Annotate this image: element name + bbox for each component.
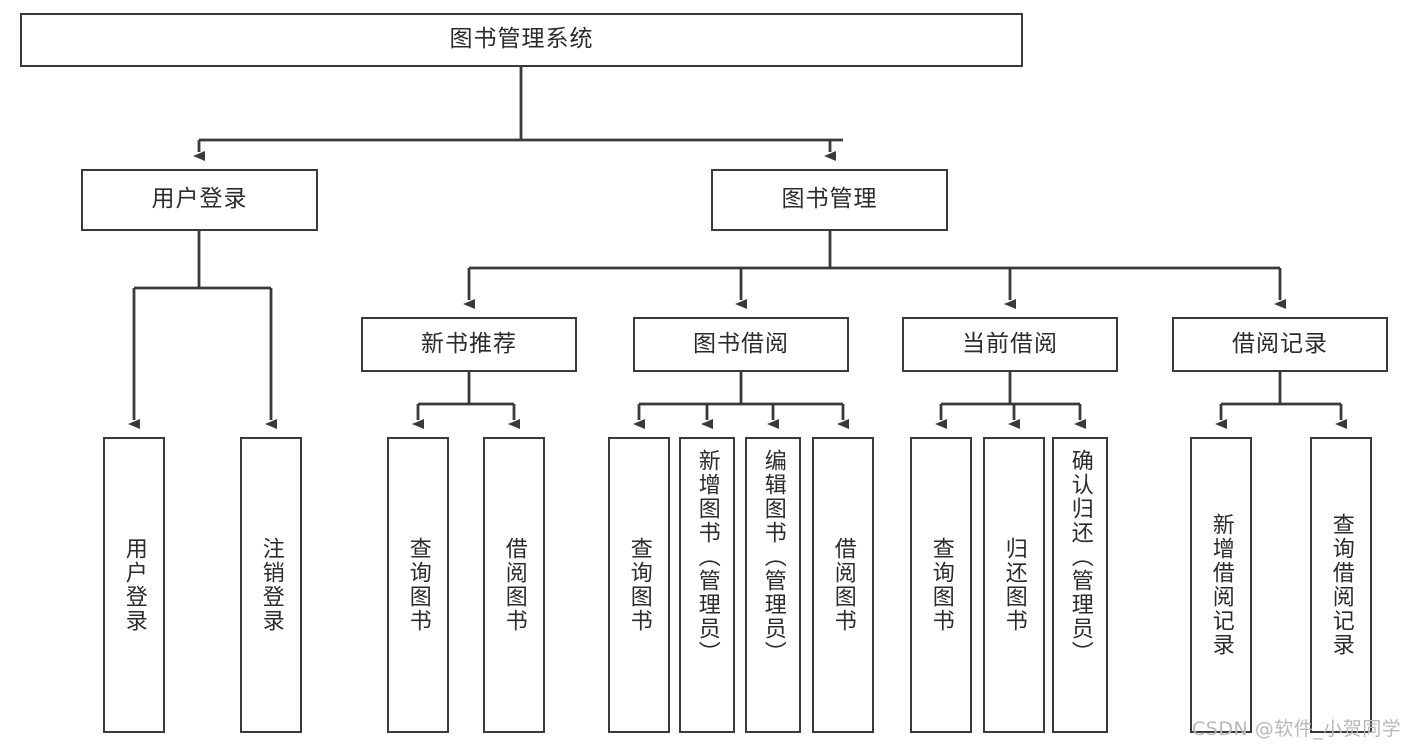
node-user-login[interactable]: 用户登录 — [81, 169, 318, 231]
node-book-management-label: 图书管理 — [781, 186, 878, 213]
node-new-book-recommend[interactable]: 新书推荐 — [361, 317, 577, 372]
node-leaf-confirm-return-label: 确认归还（管理员） — [1067, 449, 1093, 665]
node-leaf-borrow-book-2[interactable]: 借阅图书 — [812, 437, 874, 733]
node-book-borrow-label: 图书借阅 — [693, 330, 789, 357]
node-leaf-query-book-1[interactable]: 查询图书 — [387, 437, 449, 733]
node-leaf-query-book-1-label: 查询图书 — [405, 537, 431, 633]
node-current-borrow[interactable]: 当前借阅 — [902, 317, 1118, 372]
node-leaf-query-borrow-record-label: 查询借阅记录 — [1328, 513, 1354, 657]
node-leaf-query-book-2[interactable]: 查询图书 — [608, 437, 670, 733]
node-book-borrow[interactable]: 图书借阅 — [633, 317, 849, 372]
node-current-borrow-label: 当前借阅 — [962, 330, 1058, 357]
node-leaf-confirm-return[interactable]: 确认归还（管理员） — [1052, 437, 1108, 733]
node-leaf-edit-book[interactable]: 编辑图书（管理员） — [745, 437, 801, 733]
node-leaf-borrow-book-2-label: 借阅图书 — [830, 537, 856, 633]
node-leaf-borrow-book-1-label: 借阅图书 — [501, 537, 527, 633]
node-leaf-user-logout[interactable]: 注销登录 — [240, 437, 302, 733]
node-leaf-query-borrow-record[interactable]: 查询借阅记录 — [1310, 437, 1372, 733]
node-leaf-query-book-3-label: 查询图书 — [928, 537, 954, 633]
node-leaf-add-book[interactable]: 新增图书（管理员） — [679, 437, 735, 733]
node-leaf-query-book-3[interactable]: 查询图书 — [910, 437, 972, 733]
node-borrow-record[interactable]: 借阅记录 — [1172, 317, 1388, 372]
csdn-watermark: CSDN @软件_小贺同学 — [1192, 718, 1402, 740]
node-leaf-add-borrow-record[interactable]: 新增借阅记录 — [1190, 437, 1252, 733]
node-leaf-edit-book-label: 编辑图书（管理员） — [760, 449, 786, 665]
node-root[interactable]: 图书管理系统 — [20, 13, 1023, 67]
node-leaf-user-login[interactable]: 用户登录 — [103, 437, 165, 733]
node-book-management[interactable]: 图书管理 — [711, 169, 948, 231]
node-leaf-add-book-label: 新增图书（管理员） — [694, 449, 720, 665]
node-leaf-return-book-label: 归还图书 — [1001, 537, 1027, 633]
node-leaf-borrow-book-1[interactable]: 借阅图书 — [483, 437, 545, 733]
node-leaf-user-logout-label: 注销登录 — [258, 537, 284, 633]
node-borrow-record-label: 借阅记录 — [1232, 330, 1328, 357]
node-root-label: 图书管理系统 — [449, 26, 594, 53]
node-new-book-recommend-label: 新书推荐 — [421, 330, 517, 357]
node-leaf-add-borrow-record-label: 新增借阅记录 — [1208, 513, 1234, 657]
node-leaf-return-book[interactable]: 归还图书 — [983, 437, 1045, 733]
node-user-login-label: 用户登录 — [151, 186, 248, 213]
node-leaf-query-book-2-label: 查询图书 — [626, 537, 652, 633]
node-leaf-user-login-label: 用户登录 — [121, 537, 147, 633]
